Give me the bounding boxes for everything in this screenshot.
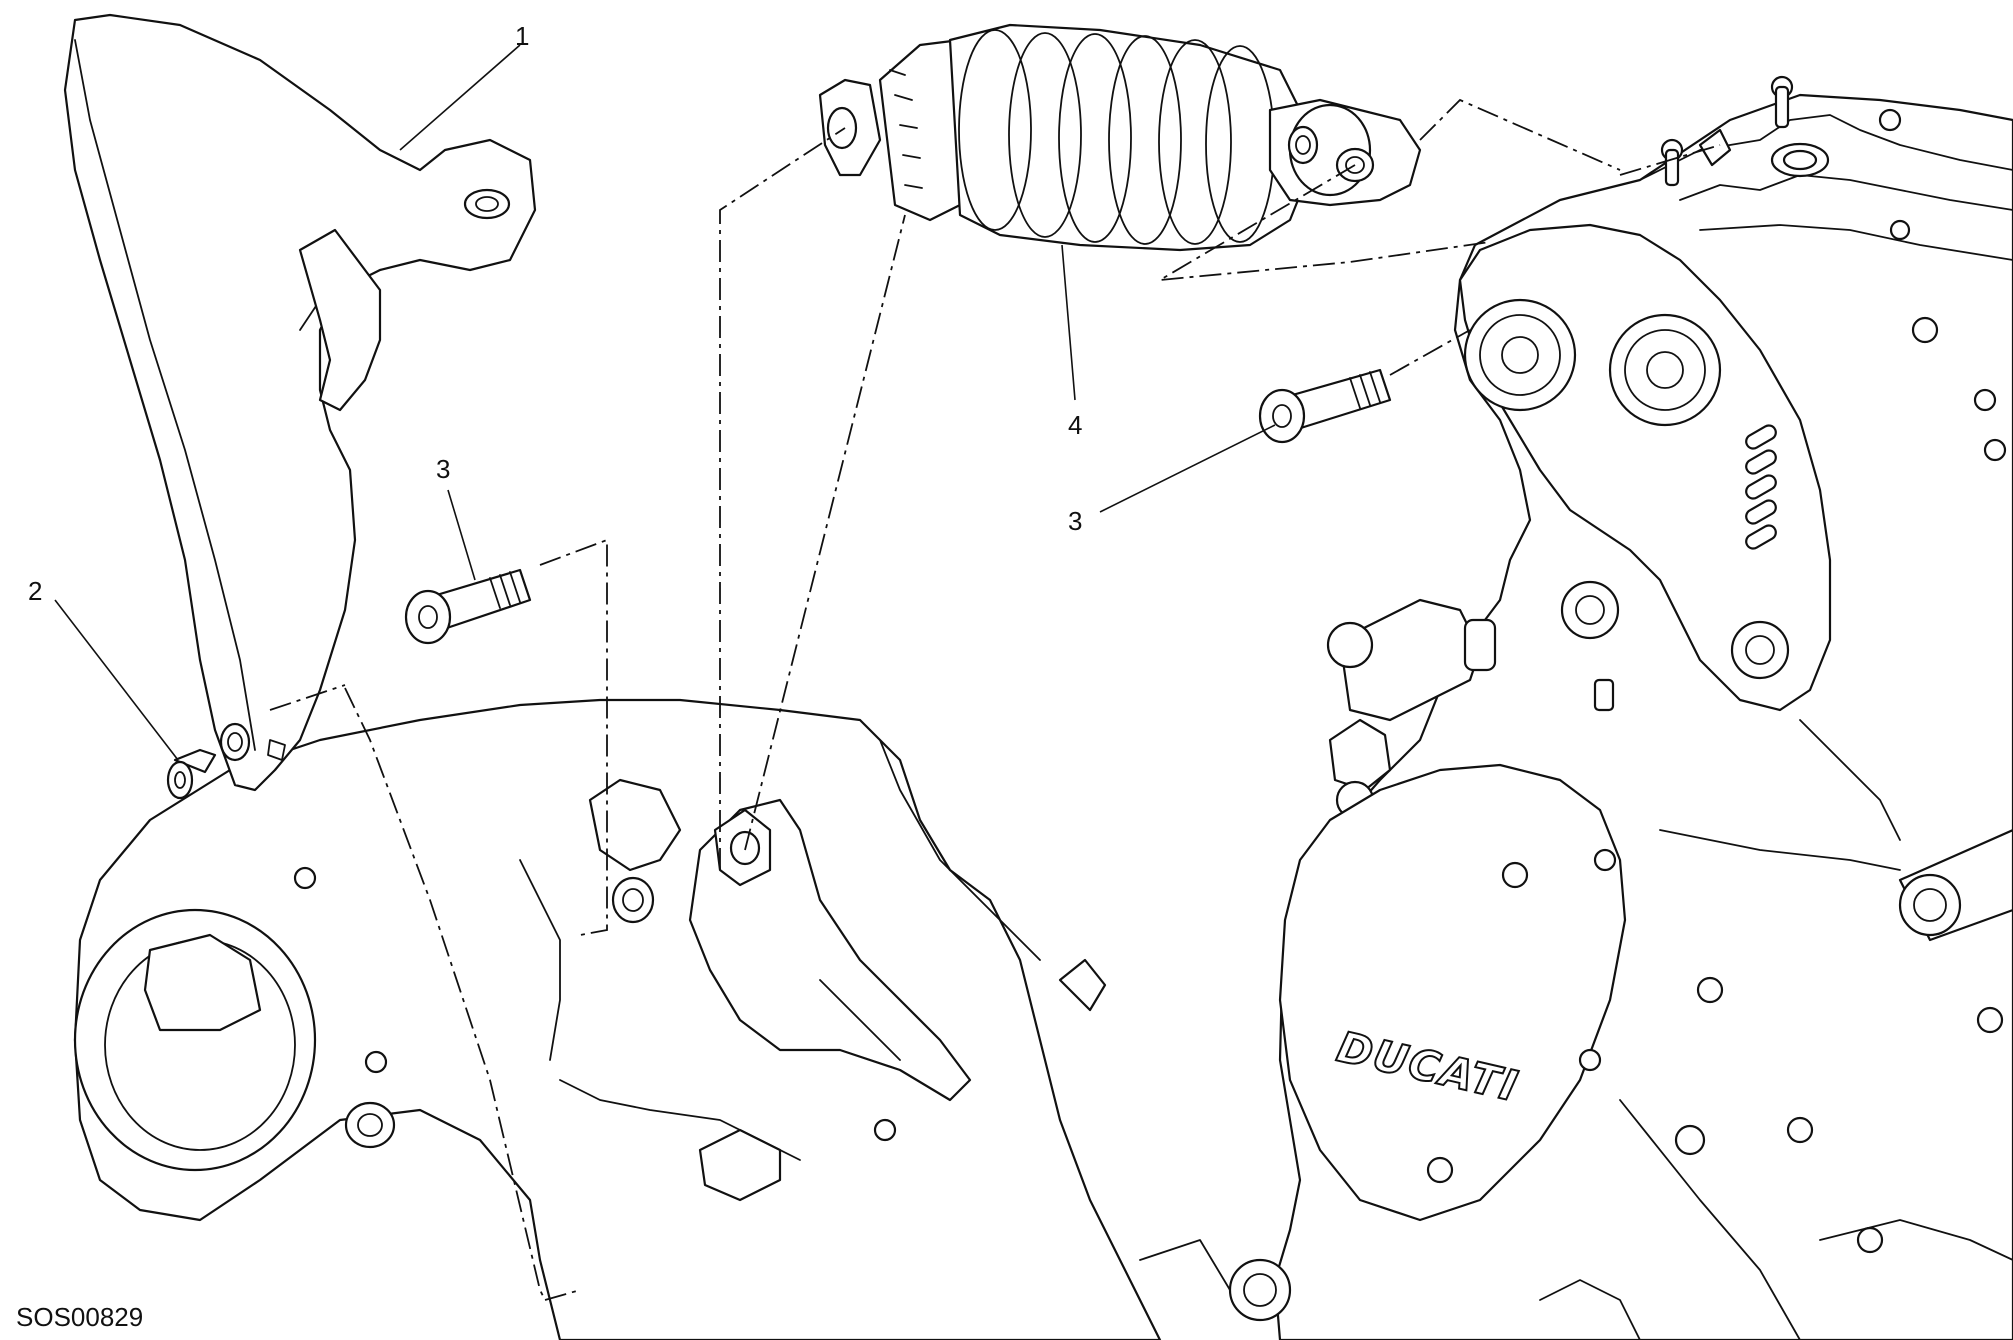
callout-leaders xyxy=(54,44,1276,761)
engine-assembly: DUCATI xyxy=(1273,75,2013,1340)
callout-bolt-right: 3 xyxy=(1068,506,1082,536)
bolt-part-left xyxy=(404,568,532,645)
callout-screw: 2 xyxy=(28,576,42,606)
callout-shock: 4 xyxy=(1068,410,1082,440)
drawing-code: SOS00829 xyxy=(16,1302,143,1332)
rear-shock-absorber xyxy=(818,23,1422,252)
screw-part xyxy=(166,748,217,800)
callout-bolt-left: 3 xyxy=(436,454,450,484)
bolt-part-right xyxy=(1258,368,1392,444)
rear-hugger xyxy=(63,13,537,792)
assembly-lines xyxy=(269,98,1721,1301)
callout-hugger: 1 xyxy=(515,21,529,51)
swingarm-frame xyxy=(73,698,1292,1340)
